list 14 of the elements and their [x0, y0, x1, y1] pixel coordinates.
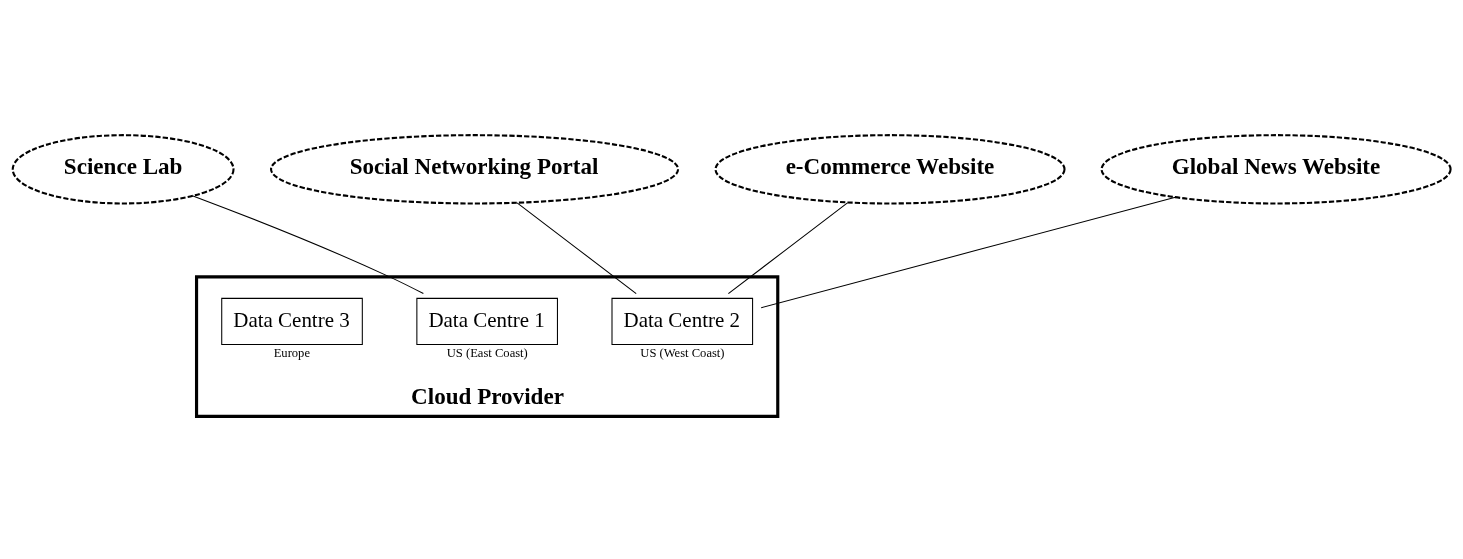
node-ellipse: Science Lab	[11, 133, 235, 204]
connector	[192, 194, 424, 294]
node-ellipse: Global News Website	[1100, 133, 1452, 204]
connector	[727, 201, 848, 294]
node-label: Europe	[273, 345, 310, 360]
node-label: US (East Coast)	[446, 345, 528, 360]
connector	[760, 196, 1176, 308]
node-ellipse: e-Commerce Website	[714, 133, 1066, 204]
node-box: Data Centre 2	[611, 297, 754, 345]
node-ellipse: Social Networking Portal	[270, 133, 680, 204]
connector	[516, 201, 637, 294]
node-box: Data Centre 1	[416, 297, 558, 345]
node-label: US (West Coast)	[640, 345, 725, 360]
node-box: Data Centre 3	[221, 297, 363, 345]
